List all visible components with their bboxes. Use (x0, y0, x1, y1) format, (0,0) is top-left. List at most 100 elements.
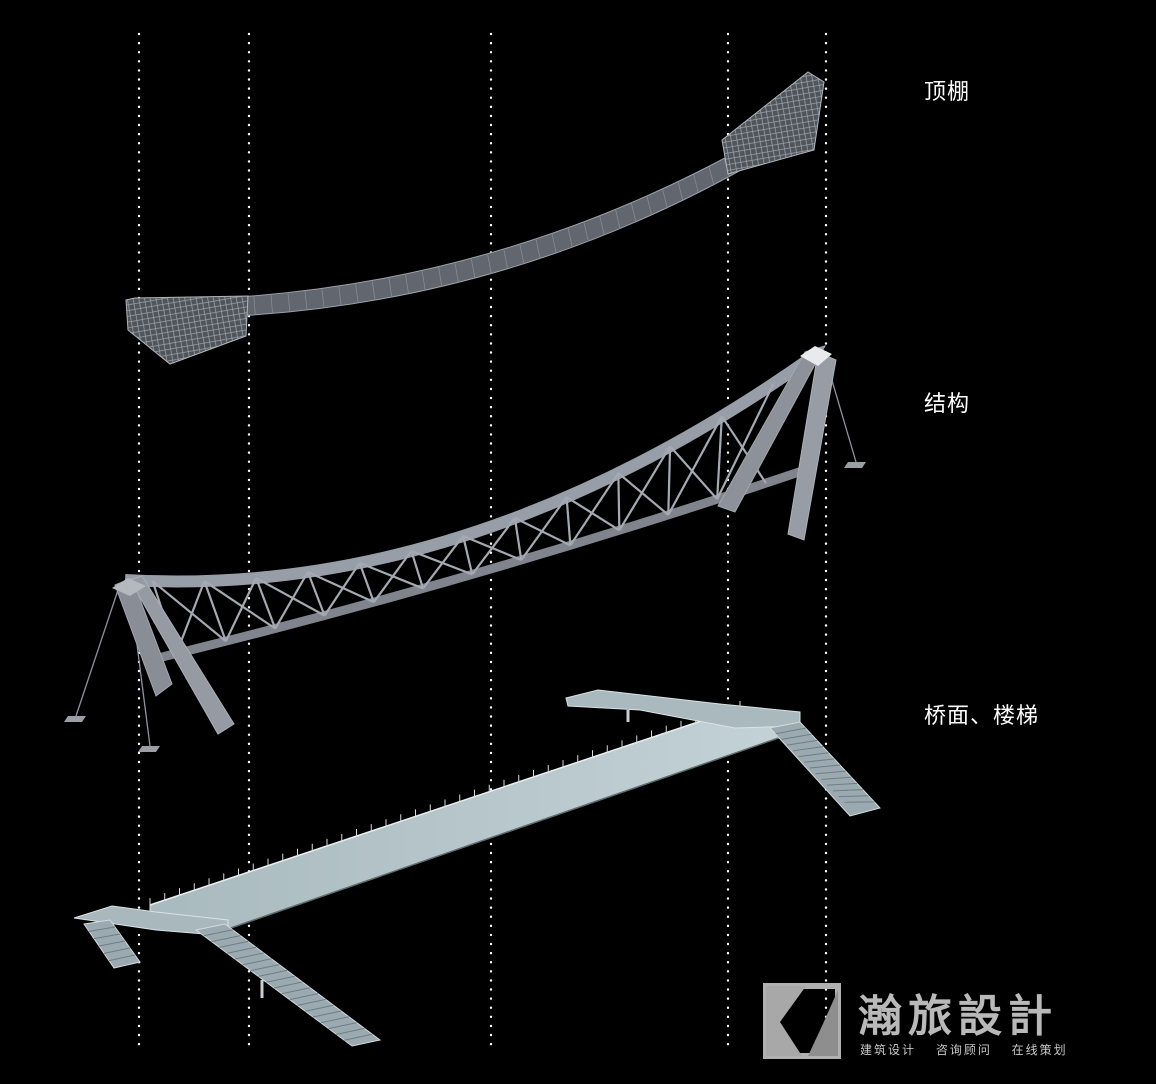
truss-member (306, 571, 326, 616)
truss-member (410, 550, 425, 589)
stair-step (219, 940, 249, 948)
canopy-ribs (167, 124, 791, 319)
stair-step (320, 1016, 350, 1024)
stair-step (108, 954, 136, 962)
canopy-right-wing (721, 71, 825, 175)
stair-step (93, 933, 121, 940)
stair-step (281, 987, 311, 995)
canopy-rib (693, 173, 699, 193)
left-pylon (112, 575, 235, 735)
stair-step (815, 770, 846, 775)
canopy-rib (371, 280, 376, 301)
truss-member (667, 446, 672, 515)
truss-member (720, 415, 767, 484)
canopy-rib (287, 292, 291, 312)
stair-step (312, 1010, 342, 1018)
stair-step (98, 940, 126, 947)
stair-step (242, 958, 272, 966)
stair-step (798, 752, 829, 758)
canopy-rib (662, 188, 668, 208)
truss-member (255, 577, 326, 617)
canopy-rib (677, 181, 684, 201)
stair-step (305, 1004, 334, 1012)
stair-step (297, 998, 326, 1006)
canopy-rib (583, 221, 589, 242)
truss-member (203, 580, 276, 630)
canopy-rib (646, 195, 652, 215)
canopy-rib (321, 288, 325, 308)
truss-member (716, 416, 723, 500)
right-stair-steps (775, 727, 875, 803)
truss-member (566, 496, 620, 532)
canopy-rib (421, 270, 426, 291)
canopy-rib (304, 290, 308, 311)
truss-member (422, 535, 464, 590)
canopy-layer (125, 71, 825, 365)
stair-step (809, 764, 841, 769)
stair-step (266, 975, 295, 983)
truss-member (617, 472, 669, 516)
canopy-rib (599, 215, 605, 236)
truss-member (716, 382, 775, 500)
right-pylon (717, 345, 837, 541)
canopy-rib (388, 277, 393, 298)
truss-member (462, 535, 474, 575)
deck-layer (73, 689, 881, 1047)
main-deck (149, 707, 791, 931)
canopy-rib (338, 285, 342, 306)
deck-rail-posts (149, 701, 741, 905)
truss-member (307, 570, 375, 604)
canopy-rib (519, 243, 525, 264)
truss-member (565, 496, 572, 546)
canopy-rib (535, 238, 541, 259)
truss-member (224, 577, 258, 642)
canopy-rib (487, 253, 492, 274)
stair-step (832, 789, 863, 792)
stair-step (781, 733, 812, 740)
stair-step (273, 981, 303, 989)
stair-step (250, 964, 280, 972)
canopy-rib (270, 294, 273, 314)
truss-member (669, 445, 718, 500)
stair-step (289, 993, 319, 1001)
truss-member (667, 415, 723, 516)
truss-member (203, 580, 227, 642)
truss-member (618, 445, 672, 531)
truss-member (358, 562, 375, 603)
structure-label: 结构 (924, 392, 971, 417)
stair-step (103, 947, 131, 954)
left-platform (73, 905, 229, 937)
truss-member (520, 496, 568, 561)
brand-logo-icon (763, 983, 841, 1059)
brand-tagline: 建筑设计 咨询顾问 在线策划 (860, 1043, 1068, 1057)
truss-member (513, 517, 523, 561)
deck-stairs-label: 桥面、楼梯 (924, 704, 1040, 729)
stair-step (827, 782, 858, 786)
deck-rail (224, 733, 791, 931)
upper-platform (565, 689, 801, 729)
stair-step (328, 1022, 357, 1030)
truss-member (323, 562, 361, 617)
truss-member (274, 571, 309, 630)
stair-step (821, 776, 852, 780)
canopy-rib (551, 233, 557, 254)
canopy-rib (253, 295, 256, 315)
stair-step (792, 746, 823, 752)
truss-member (359, 561, 424, 590)
canopy-rib (355, 283, 359, 303)
brand-watermark: 瀚旅設計 建筑设计 咨询顾问 在线策划 (762, 976, 1102, 1066)
canopy-rib (503, 248, 508, 269)
stair-step (804, 758, 835, 763)
stair-step (344, 1033, 373, 1041)
stair-step (211, 935, 241, 943)
stair-step (203, 929, 233, 937)
stair-step (838, 795, 869, 798)
truss-web (151, 382, 775, 654)
canopy-rib (438, 266, 443, 287)
canopy-rib (454, 262, 459, 283)
canopy-rib (567, 227, 573, 248)
truss-member (255, 577, 277, 629)
cable-anchors (64, 462, 866, 752)
stair-step (787, 739, 818, 746)
